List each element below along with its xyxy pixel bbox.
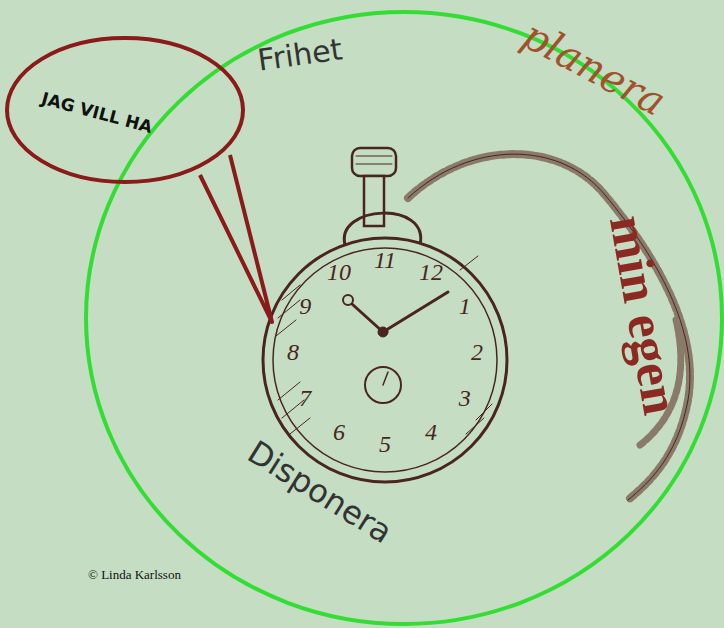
word-label: Disponera bbox=[242, 435, 397, 548]
watch-face bbox=[273, 248, 497, 472]
clock-numeral: 9 bbox=[299, 294, 311, 318]
hour-hand bbox=[352, 304, 383, 332]
watch-crown bbox=[352, 148, 396, 176]
word-label: min egen bbox=[601, 212, 687, 419]
clock-numeral: 11 bbox=[374, 248, 396, 272]
crown-ridges bbox=[356, 156, 392, 164]
word-label: Frihet bbox=[256, 34, 344, 76]
face-hatching bbox=[276, 256, 492, 434]
clock-numeral: 7 bbox=[299, 386, 311, 410]
minute-hand bbox=[383, 292, 448, 332]
speech-bubble-outline bbox=[7, 38, 243, 182]
frame-circle: Frihet planera min egenDisponera bbox=[84, 10, 724, 626]
hand-pivot bbox=[378, 327, 388, 337]
word-label: planera bbox=[516, 14, 671, 122]
watch-case bbox=[263, 238, 507, 482]
hour-hand-tip bbox=[343, 295, 353, 305]
speech-bubble-shape bbox=[5, 35, 250, 185]
clock-numeral: 12 bbox=[419, 260, 443, 284]
watch-stem bbox=[364, 176, 384, 226]
clock-numeral: 8 bbox=[287, 340, 299, 364]
clock-numeral: 10 bbox=[327, 260, 351, 284]
speech-text: JAG VILL HA bbox=[40, 90, 154, 136]
pocket-watch bbox=[263, 148, 690, 500]
sub-dial-hand bbox=[383, 372, 388, 385]
clock-numeral: 5 bbox=[379, 432, 391, 456]
copyright-note: © Linda Karlsson bbox=[88, 568, 181, 581]
frame-circle-outline bbox=[86, 12, 722, 624]
clock-numeral: 2 bbox=[471, 340, 483, 364]
speech-bubble-tail bbox=[200, 155, 272, 322]
clock-numeral: 3 bbox=[459, 386, 471, 410]
sub-dial bbox=[365, 367, 401, 403]
speech-bubble: JAG VILL HA bbox=[5, 35, 250, 185]
clock-numeral: 1 bbox=[459, 294, 471, 318]
clock-numeral: 6 bbox=[333, 420, 345, 444]
clock-numeral: 4 bbox=[425, 420, 437, 444]
